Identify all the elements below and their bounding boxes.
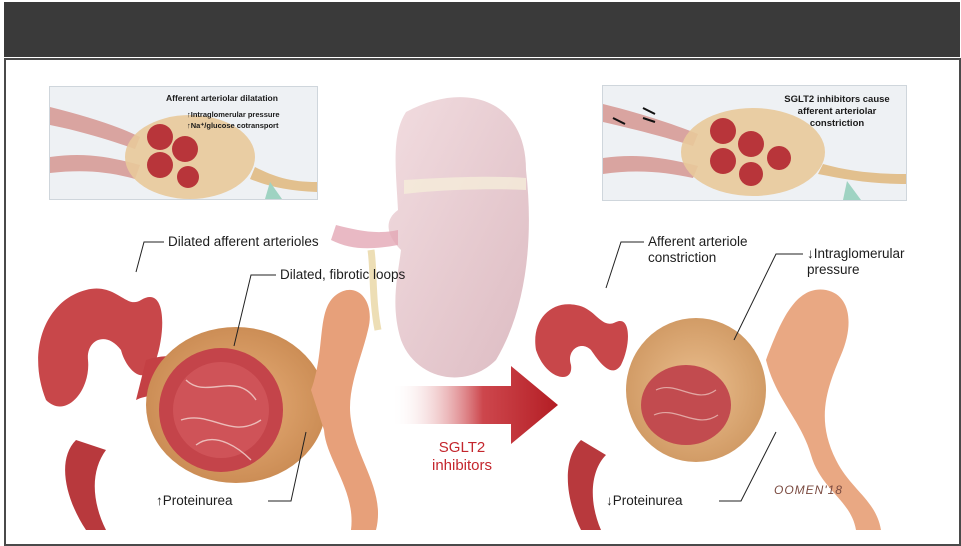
- label-dilated-arterioles: Dilated afferent arterioles: [168, 234, 319, 250]
- label-intraglomerular-pressure: ↓Intraglomerular pressure: [807, 246, 905, 278]
- right-glomerulus: [626, 318, 766, 462]
- label-constriction: Afferent arteriole constriction: [648, 234, 748, 266]
- label-pressure-line1: ↓Intraglomerular: [807, 246, 905, 262]
- inset-sglt2-constriction: SGLT2 inhibitors cause afferent arteriol…: [602, 85, 907, 201]
- label-constriction-line2: constriction: [648, 250, 748, 266]
- arrow-caption-line1: SGLT2: [412, 439, 512, 457]
- slide-frame: Afferent arteriolar dilatation ↑Intraglo…: [4, 58, 961, 546]
- arrow-caption: SGLT2 inhibitors: [412, 439, 512, 475]
- left-glomerulus: [146, 327, 326, 483]
- slide-title-bar: [4, 2, 960, 57]
- artist-signature: OOMEN'18: [774, 483, 843, 497]
- inset-right-caption: SGLT2 inhibitors cause afferent arteriol…: [771, 94, 903, 130]
- inset-left-graphic: [50, 87, 317, 199]
- label-proteinuria-increase: ↑Proteinurea: [156, 493, 233, 509]
- arrow-caption-line2: inhibitors: [412, 457, 512, 475]
- label-fibrotic-loops: Dilated, fibrotic loops: [280, 267, 405, 283]
- transition-arrow: [391, 366, 558, 444]
- inset-left-line-cotransport: ↑Na⁺/glucose cotransport: [187, 121, 278, 130]
- left-tubule: [311, 290, 378, 530]
- label-constriction-line1: Afferent arteriole: [648, 234, 748, 250]
- inset-afferent-dilatation: Afferent arteriolar dilatation ↑Intraglo…: [49, 86, 318, 200]
- inset-left-line-pressure: ↑Intraglomerular pressure: [187, 110, 280, 119]
- inset-left-title: Afferent arteriolar dilatation: [166, 93, 278, 103]
- leader-constriction: [606, 242, 644, 288]
- label-proteinuria-decrease: ↓Proteinurea: [606, 493, 683, 509]
- leader-dilated-arterioles: [136, 242, 164, 272]
- label-pressure-line2: pressure: [807, 262, 905, 278]
